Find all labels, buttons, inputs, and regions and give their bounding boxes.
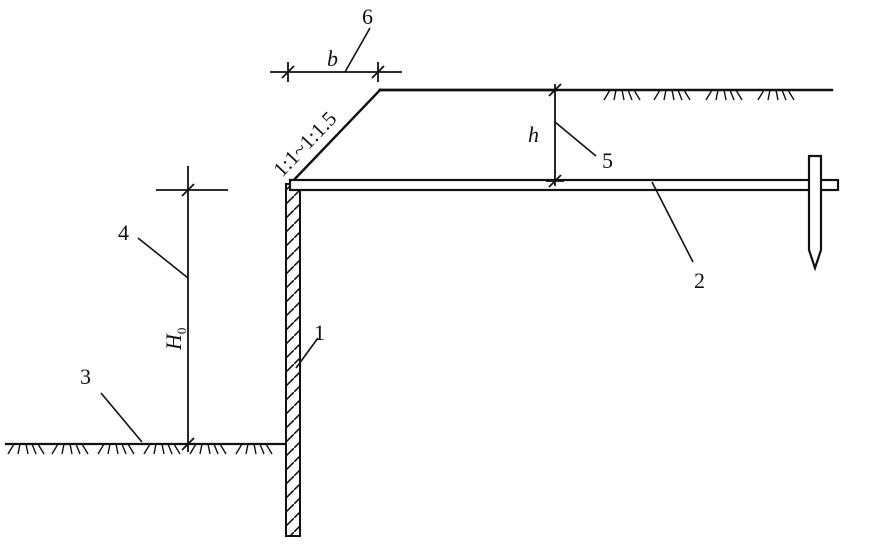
leader-3 [100, 392, 143, 443]
label-H0: H0 [161, 328, 189, 351]
embankment-slope [288, 88, 382, 186]
label-h: h [528, 122, 539, 147]
leader-lines [100, 27, 694, 443]
leader-4 [137, 237, 189, 279]
label-5: 5 [602, 148, 613, 173]
dimension-H0 [156, 166, 228, 452]
label-6: 6 [362, 4, 373, 29]
leader-6 [344, 27, 371, 73]
leader-2 [651, 181, 694, 263]
label-3: 3 [80, 364, 91, 389]
dimension-b [270, 62, 402, 82]
label-2: 2 [694, 268, 705, 293]
upper-ground-hatching [603, 89, 795, 101]
tie-rod [288, 178, 840, 192]
anchor-pile [807, 154, 823, 272]
leader-5 [554, 121, 597, 157]
sheet-pile-wall [285, 183, 301, 537]
label-b: b [327, 46, 338, 71]
label-1: 1 [314, 320, 325, 345]
leader-1 [295, 337, 319, 369]
label-4: 4 [118, 220, 129, 245]
lower-ground-hatching [7, 443, 273, 455]
dimension-h [546, 83, 564, 188]
